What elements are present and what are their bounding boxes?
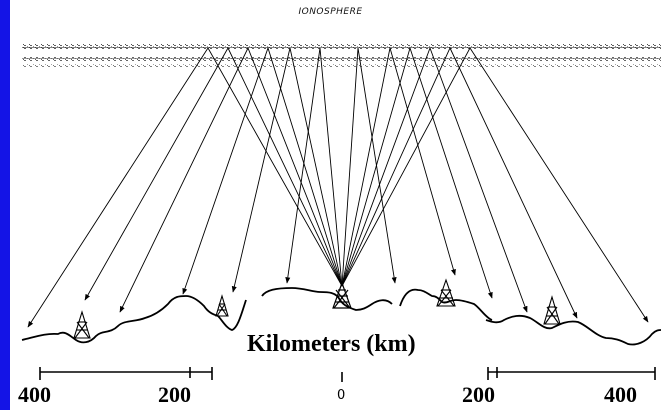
radio-path-11 <box>341 46 578 319</box>
ionosphere-layer <box>22 44 661 67</box>
receiver-tower-1 <box>73 310 91 339</box>
radio-path-3 <box>119 46 343 313</box>
tick-label-left-200: 200 <box>158 382 191 407</box>
tick-label-left-400: 400 <box>18 382 51 407</box>
receiver-tower-4 <box>543 295 561 325</box>
radio-path-2 <box>84 47 343 301</box>
radio-path-7 <box>341 47 397 287</box>
left-accent-bar <box>0 0 10 410</box>
receiver-tower-2 <box>215 294 229 317</box>
radio-path-5 <box>231 47 343 293</box>
radio-path-4 <box>182 46 343 295</box>
receiver-tower-3 <box>436 278 456 307</box>
radio-path-12 <box>341 47 649 323</box>
tick-label-right-400: 400 <box>604 382 637 407</box>
tick-label-center-0: 0 <box>337 388 346 403</box>
radio-path-6 <box>285 47 343 287</box>
transmitter-tower-center <box>332 281 352 309</box>
tick-label-right-200: 200 <box>462 382 495 407</box>
axis-title: Kilometers (km) <box>245 330 418 358</box>
terrain-profile <box>21 287 661 346</box>
distance-axis <box>39 367 656 382</box>
radio-paths <box>27 46 649 328</box>
radio-path-9 <box>341 46 493 299</box>
radio-path-8 <box>341 47 456 287</box>
radio-path-10 <box>341 46 528 313</box>
ionosphere-label: IONOSPHERE <box>298 7 363 17</box>
